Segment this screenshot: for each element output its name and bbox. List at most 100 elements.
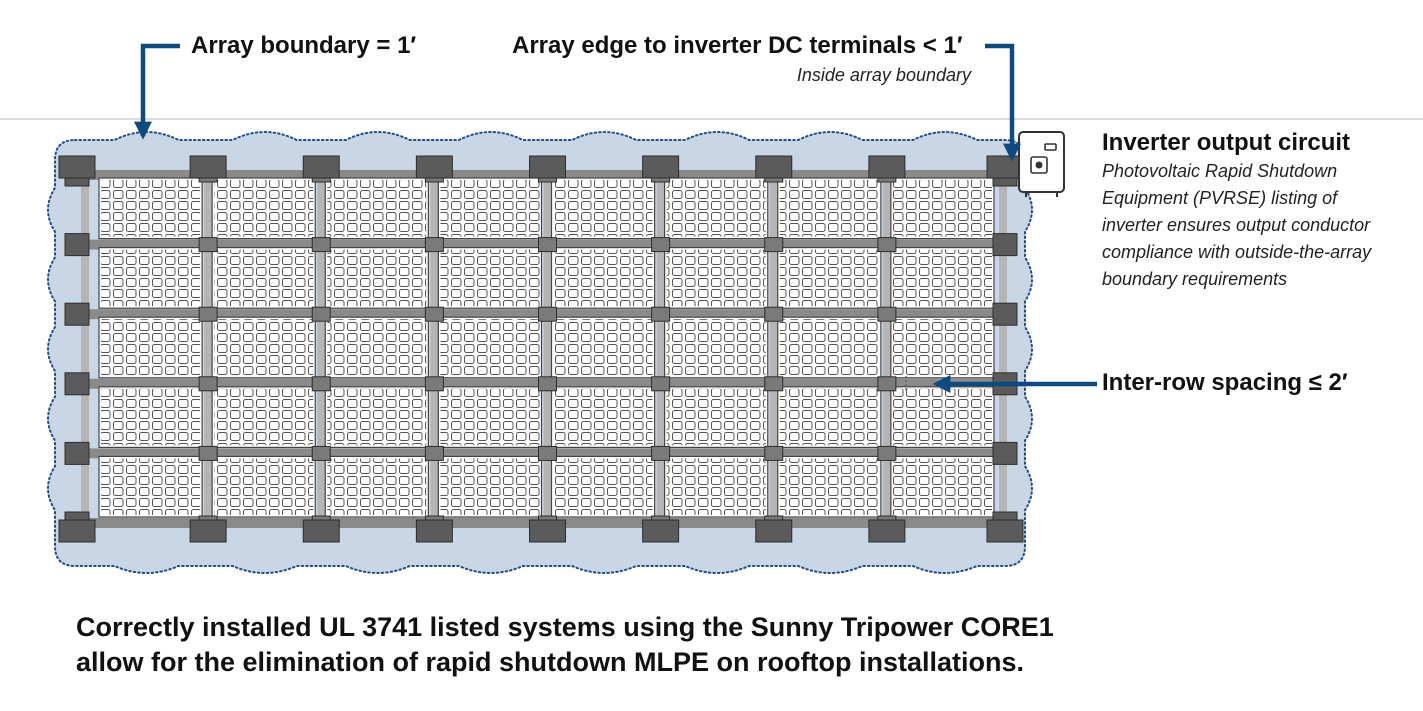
rail-foot — [58, 519, 96, 543]
vertical-rail — [882, 170, 891, 528]
solar-panel — [211, 177, 316, 240]
solar-panel — [890, 247, 995, 309]
footer-statement: Correctly installed UL 3741 listed syste… — [76, 610, 1054, 680]
solar-panel — [324, 177, 429, 240]
rail-clamp — [877, 445, 897, 461]
solar-panel — [437, 177, 543, 240]
rail-clamp — [64, 372, 90, 396]
solar-panel — [664, 386, 769, 448]
rail-clamp — [764, 237, 784, 253]
inverter-desc-line: Photovoltaic Rapid Shutdown — [1102, 161, 1338, 181]
rail-foot — [755, 519, 793, 543]
rail-foot — [189, 519, 227, 543]
solar-panel — [324, 386, 429, 448]
inverter-desc-line: boundary requirements — [1102, 269, 1288, 289]
rail-clamp — [424, 237, 444, 253]
rail-clamp — [538, 376, 557, 392]
rail-foot — [642, 519, 680, 543]
rail-foot — [302, 519, 340, 543]
rail-clamp — [198, 376, 218, 392]
rail-clamp — [992, 302, 1018, 326]
vertical-rail — [430, 170, 439, 528]
rail-clamp — [424, 376, 444, 392]
rail-clamp — [764, 376, 784, 392]
solar-panel — [890, 177, 995, 240]
footer-line-2: allow for the elimination of rapid shutd… — [76, 647, 1024, 677]
footer-line-1: Correctly installed UL 3741 listed syste… — [76, 612, 1054, 642]
inverter-desc-line: inverter ensures output conductor — [1102, 215, 1371, 235]
solar-panel — [211, 247, 316, 309]
rail-foot — [58, 155, 96, 179]
solar-panel — [664, 316, 769, 379]
solar-panel — [664, 177, 769, 240]
rail-clamp — [64, 233, 90, 257]
array-boundary-arrow-icon — [134, 43, 180, 140]
rail-foot — [415, 155, 453, 179]
solar-panel — [98, 177, 203, 240]
rail-clamp — [64, 441, 90, 465]
solar-panel — [550, 386, 656, 448]
rail-foot — [868, 519, 906, 543]
vertical-rail — [317, 170, 326, 528]
solar-panel — [211, 455, 316, 518]
solar-panel — [324, 316, 429, 379]
rail-foot — [189, 155, 227, 179]
inverter-output-callout: Inverter output circuit Photovoltaic Rap… — [1102, 128, 1371, 293]
rail-clamp — [651, 445, 671, 461]
rail-foot — [986, 519, 1024, 543]
array-boundary-label: Array boundary = 1′ — [191, 32, 417, 59]
solar-panel — [98, 386, 203, 448]
inverter-desc-line: compliance with outside-the-array — [1102, 242, 1372, 262]
rail-clamp — [538, 306, 557, 322]
rail-clamp — [311, 237, 331, 253]
rail-foot — [755, 155, 793, 179]
vertical-rail — [656, 170, 665, 528]
rail-foot — [986, 155, 1024, 179]
solar-panel — [98, 455, 203, 518]
rail-clamp — [992, 441, 1018, 465]
rail-foot — [868, 155, 906, 179]
rail-clamp — [992, 233, 1018, 257]
rail-clamp — [877, 306, 897, 322]
rail-clamp — [311, 445, 331, 461]
array-edge-label: Array edge to inverter DC terminals < 1′ — [512, 32, 963, 59]
solar-panel — [777, 247, 882, 309]
solar-panel — [437, 386, 543, 448]
rail-clamp — [651, 306, 671, 322]
solar-panel — [550, 455, 656, 518]
solar-panel — [890, 386, 995, 448]
vertical-rail — [543, 170, 552, 528]
inverter-icon — [1018, 131, 1065, 197]
rail-foot — [529, 155, 566, 179]
solar-panel — [777, 177, 882, 240]
solar-panel — [550, 247, 656, 309]
array-edge-sublabel: Inside array boundary — [796, 65, 971, 85]
rail-clamp — [651, 376, 671, 392]
rail-clamp — [651, 237, 671, 253]
rail-clamp — [764, 445, 784, 461]
rail-clamp — [311, 376, 331, 392]
inverter-desc-line: Equipment (PVRSE) listing of — [1102, 188, 1338, 208]
solar-panel — [550, 316, 656, 379]
rail-clamp — [877, 376, 897, 392]
solar-panel — [664, 247, 769, 309]
rail-clamp — [424, 445, 444, 461]
inter-row-spacing-label: Inter-row spacing ≤ 2′ — [1102, 369, 1348, 396]
solar-panel — [890, 455, 995, 518]
solar-panel — [324, 455, 429, 518]
rail-clamp — [311, 306, 331, 322]
solar-panel — [98, 247, 203, 309]
rail-foot — [529, 519, 566, 543]
solar-panel — [211, 316, 316, 379]
solar-panel — [437, 455, 543, 518]
solar-panel — [324, 247, 429, 309]
rail-clamp — [764, 306, 784, 322]
vertical-rail — [999, 170, 1007, 528]
solar-panel — [890, 316, 995, 379]
rail-clamps — [58, 155, 1024, 543]
rail-clamp — [877, 237, 897, 253]
array-edge-arrow-icon — [985, 43, 1021, 162]
solar-panel — [664, 455, 769, 518]
solar-panel — [98, 316, 203, 379]
